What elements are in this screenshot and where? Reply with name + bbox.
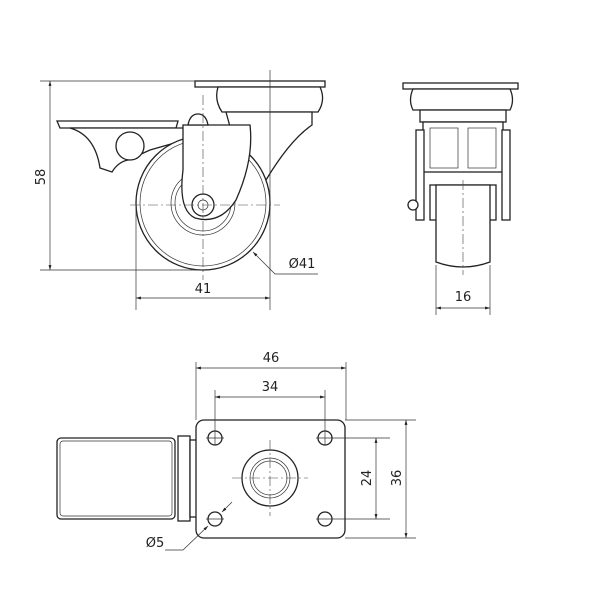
swivel-housing — [216, 86, 324, 113]
top-view: 46 34 24 36 Ø5 — [56, 351, 416, 551]
hole-diameter-label: Ø5 — [146, 536, 165, 551]
brake-pivot — [115, 131, 145, 161]
brake-pedal-top — [56, 437, 176, 520]
wheel-thickness-label: 16 — [455, 290, 472, 305]
plate-width-label: 46 — [263, 351, 280, 366]
side-view: 58 41 Ø41 — [34, 70, 326, 310]
wheel-width-label: 41 — [195, 282, 212, 297]
plate-depth-label: 36 — [390, 470, 405, 487]
front-view: 16 — [402, 82, 519, 315]
wheel-diameter-label: Ø41 — [289, 257, 316, 272]
mounting-plate — [194, 80, 326, 88]
hole-spacing-y-label: 24 — [360, 470, 375, 487]
hole-spacing-x-label: 34 — [262, 380, 279, 395]
brake-pedal — [56, 120, 179, 129]
height-label: 58 — [34, 169, 49, 186]
